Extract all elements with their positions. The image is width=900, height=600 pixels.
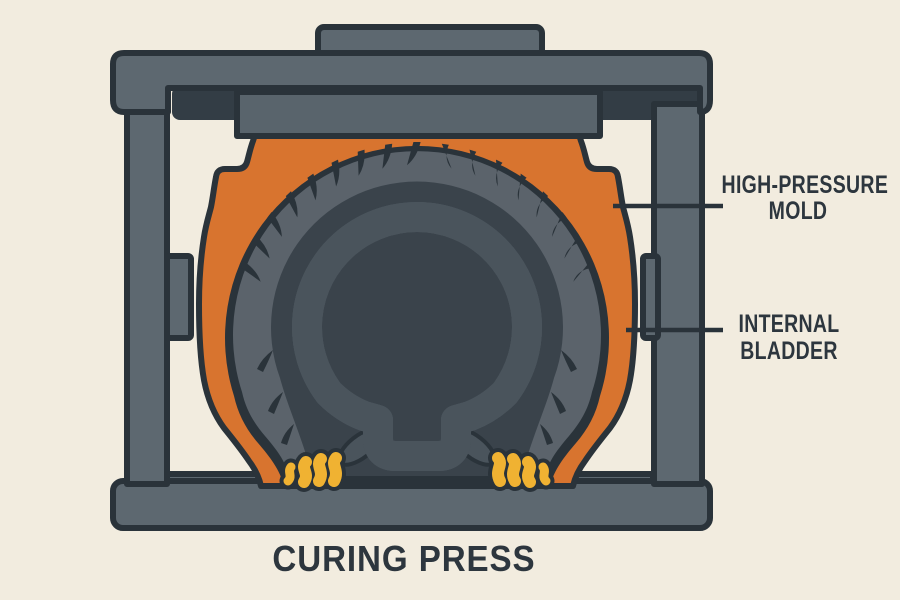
press-left-column	[124, 101, 170, 487]
callout-internal-bladder: INTERNAL BLADDER	[720, 311, 859, 365]
tire-cross-section	[224, 142, 610, 486]
press-left-guide-block	[164, 253, 194, 341]
tire-interior	[307, 217, 527, 471]
diagram-title: CURING PRESS	[272, 538, 536, 579]
bead-wires	[279, 448, 555, 492]
callout-bladder-line2: BLADDER	[740, 337, 838, 365]
callout-mold-line2: MOLD	[768, 197, 828, 225]
left-bead-wires	[279, 448, 346, 492]
callout-high-pressure-mold: HIGH-PRESSURE MOLD	[721, 171, 889, 225]
press-upper-mold-plate	[234, 89, 603, 139]
right-bead-wires	[488, 448, 555, 492]
press-top-platen	[110, 50, 713, 115]
callout-mold-line1: HIGH-PRESSURE	[721, 171, 889, 199]
press-right-column	[651, 101, 705, 487]
press-right-guide-block	[640, 253, 661, 341]
callout-bladder-line1: INTERNAL	[738, 310, 840, 338]
